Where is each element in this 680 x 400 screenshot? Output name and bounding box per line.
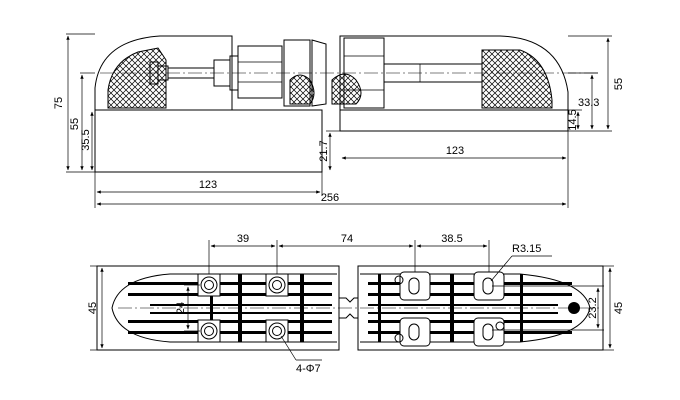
left-hatch-section (107, 47, 167, 109)
right-base-plate (339, 109, 569, 132)
dim-half-length-right: 123 (446, 145, 464, 157)
screw-icon (394, 333, 404, 343)
left-leaf-inner (111, 273, 337, 343)
dim-width-left: 45 (87, 302, 99, 314)
side-view: 75 55 35.5 21.7 55 33.3 14.5 123 123 (53, 33, 625, 208)
knuckle-left (289, 74, 315, 105)
dim-slot-radius: R3.15 (512, 243, 541, 255)
right-hatch-section (481, 49, 553, 109)
dim-axis-height: 33.3 (578, 97, 599, 109)
spring-housing (237, 45, 283, 99)
mounting-slot (399, 271, 431, 301)
dim-plate-height-left: 55 (69, 118, 81, 130)
left-base-plate (94, 109, 323, 173)
dim-holes-callout: 4-Φ7 (296, 363, 321, 375)
dim-pitch-center: 74 (341, 233, 353, 245)
dim-gap-height: 21.7 (318, 140, 330, 161)
end-screw (568, 302, 580, 314)
mounting-slot (399, 317, 431, 347)
dim-width-right: 45 (613, 302, 625, 314)
right-housing (339, 35, 569, 110)
dim-plate-height-right: 55 (613, 78, 625, 90)
mounting-hole (197, 319, 221, 343)
left-housing (94, 35, 233, 110)
dim-plate-thickness: 14.5 (567, 109, 579, 130)
mounting-hole (197, 273, 221, 297)
mounting-hole (265, 273, 289, 297)
dim-pitch-left: 39 (237, 233, 249, 245)
dim-half-length-left: 123 (199, 179, 217, 191)
mounting-hole (265, 319, 289, 343)
hinge-pin (311, 39, 327, 107)
top-view: 39 74 38.5 R3.15 45 24 45 23.2 4-Φ7 (87, 233, 625, 375)
dim-overall-height: 75 (53, 97, 65, 109)
knuckle-top (338, 297, 359, 319)
dim-slot-spacing: 23.2 (587, 297, 599, 318)
dim-total-length: 256 (321, 192, 339, 204)
knuckle-right (331, 73, 362, 105)
dim-plate-height-inner: 35.5 (80, 129, 92, 150)
dim-hole-spacing: 24 (175, 302, 187, 314)
dim-pitch-right: 38.5 (441, 233, 462, 245)
screw-icon (394, 275, 404, 285)
